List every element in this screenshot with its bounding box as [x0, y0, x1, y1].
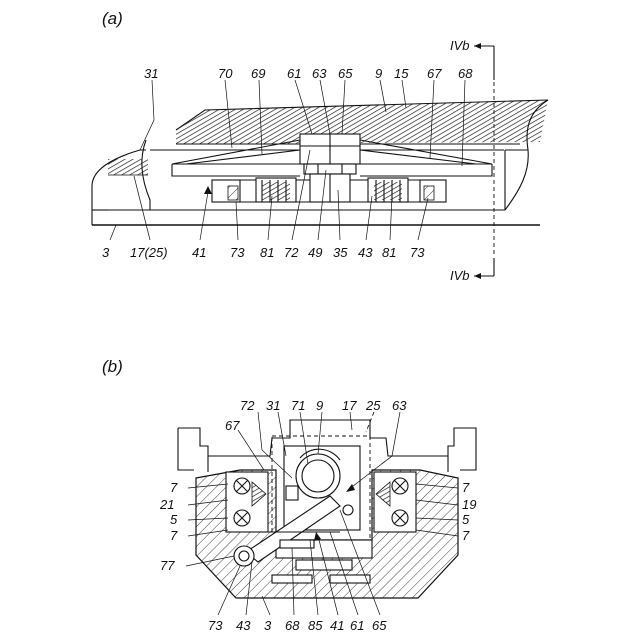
label-b-19: 19 [462, 497, 476, 512]
label-73: 73 [230, 245, 245, 260]
figure-b: (b) [102, 357, 476, 633]
label-b-43: 43 [236, 618, 251, 633]
ball-block-right [374, 472, 416, 532]
label-b-21: 21 [159, 497, 174, 512]
label-81b: 81 [382, 245, 396, 260]
label-49: 49 [308, 245, 322, 260]
figure-a: (a) IVb IVb [92, 9, 548, 283]
label-72: 72 [284, 245, 299, 260]
label-b-77: 77 [160, 558, 175, 573]
label-b-7-right-top: 7 [462, 480, 470, 495]
label-70: 70 [218, 66, 233, 81]
label-43: 43 [358, 245, 373, 260]
figure-a-title: (a) [102, 9, 123, 28]
center-block-35 [310, 174, 350, 202]
label-67: 67 [427, 66, 442, 81]
label-b-41: 41 [330, 618, 344, 633]
label-73b: 73 [410, 245, 425, 260]
label-b-5-right: 5 [462, 512, 470, 527]
label-68: 68 [458, 66, 473, 81]
label-15: 15 [394, 66, 409, 81]
label-b-5-left: 5 [170, 512, 178, 527]
label-3: 3 [102, 245, 110, 260]
coil-spring-left-81 [256, 178, 296, 202]
label-b-72: 72 [240, 398, 255, 413]
label-41: 41 [192, 245, 206, 260]
label-b-65: 65 [372, 618, 387, 633]
label-b-3: 3 [264, 618, 272, 633]
label-b-7-right-bottom: 7 [462, 528, 470, 543]
label-17-25: 17(25) [130, 245, 168, 260]
label-31: 31 [144, 66, 158, 81]
label-61: 61 [287, 66, 301, 81]
label-b-67: 67 [225, 418, 240, 433]
label-b-7-left-top: 7 [170, 480, 178, 495]
label-b-7-left-bottom: 7 [170, 528, 178, 543]
label-b-71: 71 [291, 398, 305, 413]
labels-a-bottom: 3 17(25) 41 73 81 72 49 35 43 81 73 [102, 245, 425, 260]
label-b-9: 9 [316, 398, 323, 413]
labels-b-top: 72 31 71 9 17 25 63 67 [225, 398, 407, 433]
coil-spring-right-81 [368, 178, 408, 202]
label-b-85: 85 [308, 618, 323, 633]
section-label-bottom: IVb [450, 268, 470, 283]
label-65: 65 [338, 66, 353, 81]
section-label-top: IVb [450, 38, 470, 53]
label-81: 81 [260, 245, 274, 260]
label-b-73: 73 [208, 618, 223, 633]
label-63: 63 [312, 66, 327, 81]
label-35: 35 [333, 245, 348, 260]
label-69: 69 [251, 66, 265, 81]
labels-a-top: 31 70 69 61 63 65 9 15 67 68 [144, 66, 473, 81]
labels-b-right: 7 19 5 7 [462, 480, 476, 543]
ball-block-left [226, 472, 268, 532]
label-b-68: 68 [285, 618, 300, 633]
label-b-25: 25 [365, 398, 381, 413]
label-b-61: 61 [350, 618, 364, 633]
labels-b-bottom: 73 43 3 68 85 41 61 65 [208, 618, 387, 633]
label-9: 9 [375, 66, 382, 81]
label-b-31: 31 [266, 398, 280, 413]
figure-b-title: (b) [102, 357, 123, 376]
label-b-17: 17 [342, 398, 357, 413]
labels-b-left: 7 21 5 7 77 [159, 480, 178, 573]
label-b-63: 63 [392, 398, 407, 413]
